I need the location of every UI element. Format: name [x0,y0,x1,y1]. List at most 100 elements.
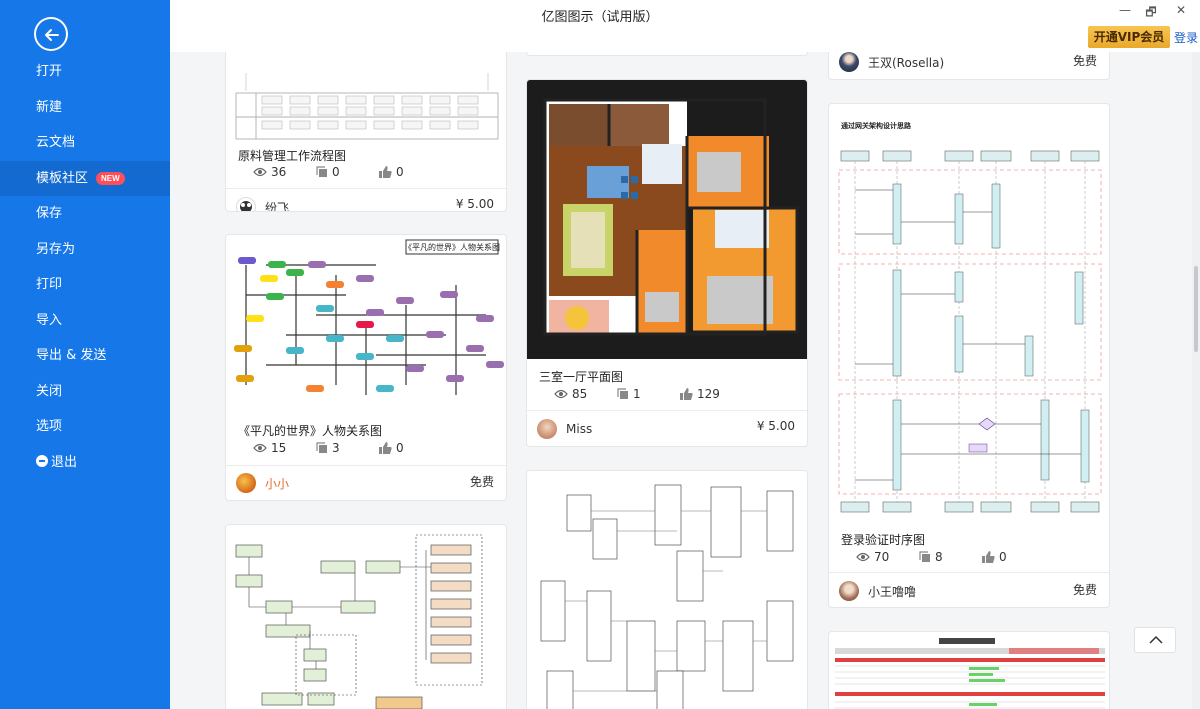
template-card[interactable]: 王双(Rosella) 免费 [828,52,1110,80]
views-stat: 36 [253,165,316,179]
card-author[interactable]: 王双(Rosella) [839,52,944,72]
vertical-scrollbar[interactable] [1192,52,1200,709]
sidebar-item-label: 打印 [36,277,63,292]
avatar [839,52,859,72]
eye-icon [856,552,870,562]
price-label: 免费 [469,475,494,489]
sidebar-item-label: 保存 [36,206,63,221]
back-arrow-icon [45,29,59,41]
card-title: 《平凡的世界》人物关系图 [238,424,383,438]
thumbs-up-icon [379,442,392,454]
card-author[interactable]: 小王噜噜 [839,581,916,601]
login-link[interactable]: 登录 [1174,31,1199,45]
template-card[interactable] [225,524,507,709]
card-thumbnail [527,471,807,709]
template-card[interactable]: 三室一厅平面图 85 1 129 Miss ¥ 5.00 [526,79,808,447]
template-card[interactable] [526,52,808,56]
likes-count: 0 [999,550,1007,564]
card-author[interactable]: Miss [537,419,592,439]
sidebar-item-save-as[interactable]: 另存为 [0,232,170,268]
card-divider [527,410,807,411]
price-label: ¥ 5.00 [756,419,795,433]
likes-count: 0 [396,165,404,179]
sidebar-item-close[interactable]: 关闭 [0,374,170,410]
sidebar-item-exit[interactable]: 退出 [0,445,170,481]
card-author[interactable]: 纷飞 [236,197,289,211]
copies-stat: 8 [919,550,982,564]
copies-count: 8 [935,550,943,564]
sidebar-item-cloud-docs[interactable]: 云文档 [0,125,170,161]
sidebar-item-export-send[interactable]: 导出 & 发送 [0,338,170,374]
sidebar-item-label: 打开 [36,64,63,79]
eye-icon [253,167,267,177]
likes-stat: 0 [379,165,442,179]
back-button[interactable] [34,17,68,51]
template-card[interactable]: 原料管理工作流程图 36 0 0 纷飞 ¥ 5.00 [225,52,507,212]
views-count: 70 [874,550,890,564]
title-bar: 亿图图示（试用版） — 🗗 ✕ 开通VIP会员 登录 [170,0,1200,52]
sidebar-item-options[interactable]: 选项 [0,409,170,445]
card-author[interactable]: 小小 [236,473,289,493]
card-title: 登录验证时序图 [841,533,926,547]
copy-icon [316,442,327,453]
price-label: 免费 [1072,54,1097,68]
card-thumbnail [829,632,1109,709]
template-card[interactable] [828,631,1110,709]
sidebar-item-label: 选项 [36,419,63,434]
sidebar-item-label: 导出 & 发送 [36,348,107,363]
views-stat: 15 [253,441,316,455]
sidebar-item-save[interactable]: 保存 [0,196,170,232]
sidebar-item-label: 云文档 [36,135,76,150]
card-thumbnail [527,80,807,359]
eye-icon [253,443,267,453]
card-stats: 15 3 0 [253,441,442,455]
likes-stat: 129 [680,387,743,401]
avatar [236,473,256,493]
exit-icon [36,454,48,467]
sidebar-item-print[interactable]: 打印 [0,267,170,303]
price-label: 免费 [1072,583,1097,597]
vip-button[interactable]: 开通VIP会员 [1088,26,1170,48]
card-thumbnail [226,525,506,709]
sidebar-item-label: 退出 [51,454,78,470]
sidebar-item-import[interactable]: 导入 [0,303,170,339]
restore-button[interactable]: 🗗 [1145,5,1157,19]
likes-stat: 0 [379,441,442,455]
eye-icon [554,389,568,399]
views-stat: 85 [554,387,617,401]
author-name: 王双(Rosella) [868,55,945,70]
copies-count: 1 [633,387,641,401]
card-title: 三室一厅平面图 [539,370,624,384]
card-divider [829,572,1109,573]
copy-icon [316,166,327,177]
template-card[interactable]: 通过网关架构设计思路 [828,103,1110,608]
price-label: ¥ 5.00 [455,197,494,211]
window-title: 亿图图示（试用版） [541,10,659,25]
copies-count: 0 [332,165,340,179]
views-count: 15 [271,441,287,455]
copies-stat: 0 [316,165,379,179]
copies-count: 3 [332,441,340,455]
avatar [236,197,256,211]
template-card[interactable] [526,470,808,709]
template-card[interactable]: 《平凡的世界》人物关系图 《平凡的世界》人物关系图 15 [225,234,507,501]
back-to-top-button[interactable] [1134,627,1176,653]
thumbs-up-icon [680,388,693,400]
avatar [839,581,859,601]
author-name: Miss [566,422,593,436]
copies-stat: 3 [316,441,379,455]
likes-count: 0 [396,441,404,455]
sidebar-item-new[interactable]: 新建 [0,90,170,126]
sidebar-item-open[interactable]: 打开 [0,54,170,90]
minimize-button[interactable]: — [1119,3,1131,17]
new-badge: NEW [96,171,125,185]
close-button[interactable]: ✕ [1175,3,1187,17]
likes-stat: 0 [982,550,1045,564]
scrollbar-thumb[interactable] [1194,266,1198,352]
card-divider [226,188,506,189]
card-thumbnail [226,52,506,143]
author-name: 小小 [265,476,290,491]
views-count: 36 [271,165,287,179]
